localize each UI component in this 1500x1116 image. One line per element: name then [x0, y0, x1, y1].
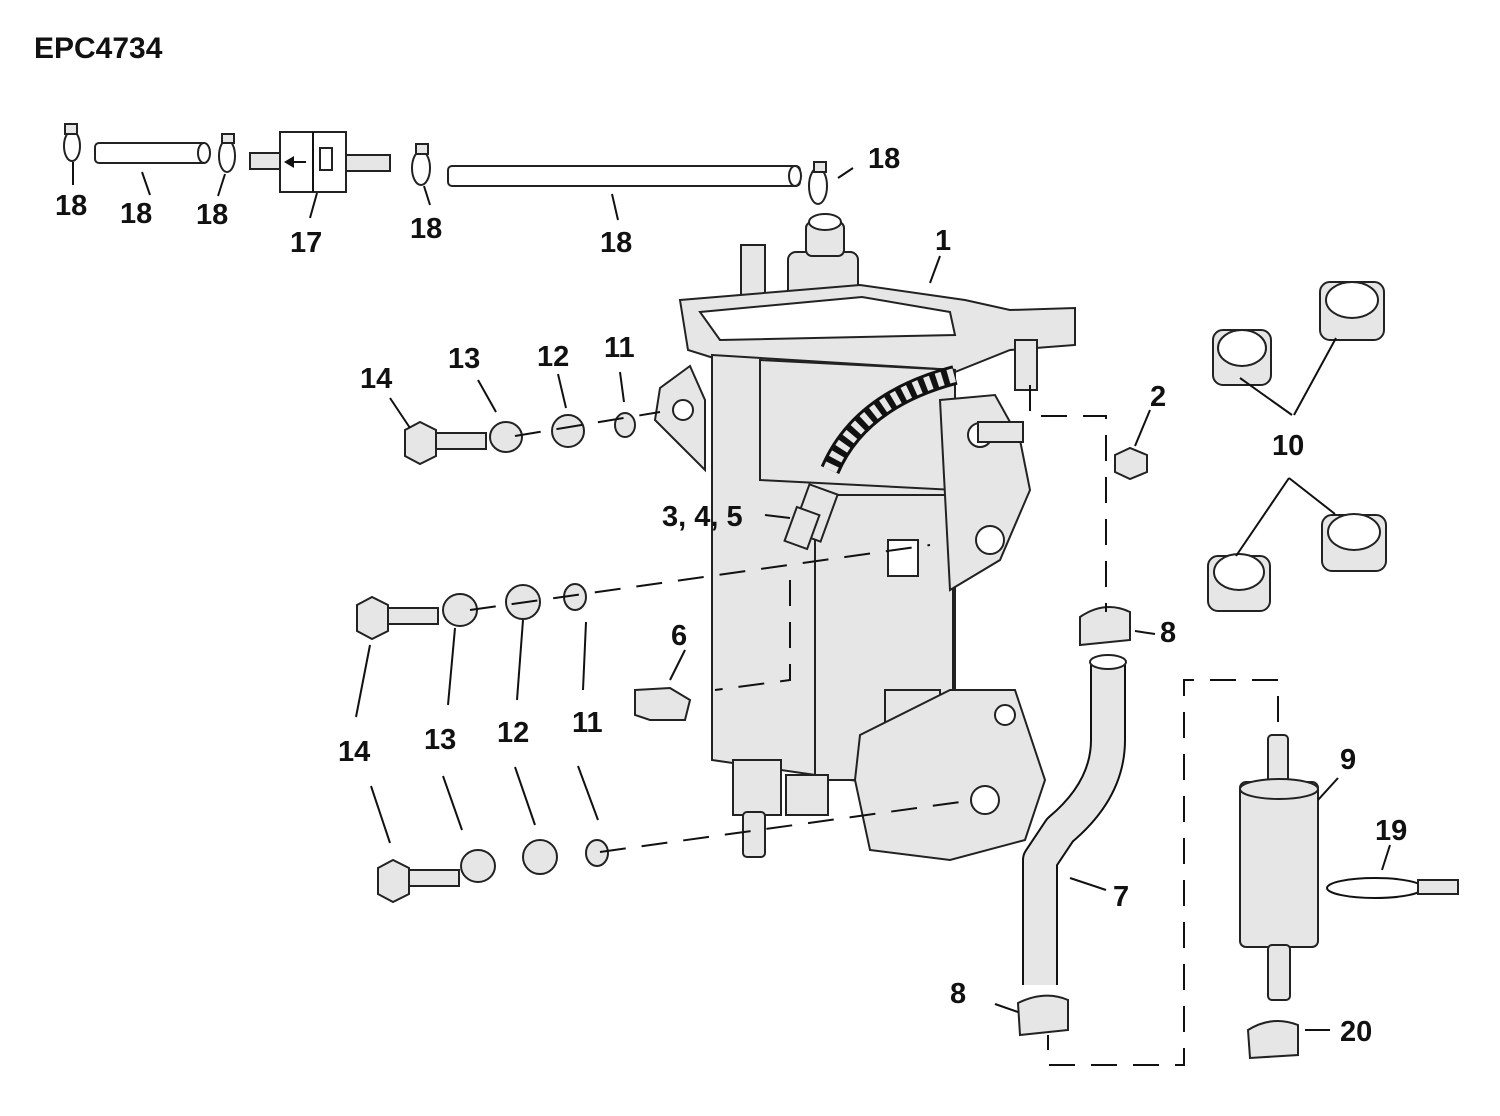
- callout-19: 19: [1375, 815, 1407, 847]
- callout-11-a: 11: [604, 332, 635, 364]
- sleeve-11-bottom: [585, 839, 609, 867]
- callout-14-b: 14: [338, 736, 370, 768]
- clamp-8-lower: [1016, 994, 1069, 1037]
- callout-17: 18: [600, 227, 632, 259]
- callout-8-b: 8: [950, 978, 966, 1010]
- nut-2: [1114, 446, 1148, 481]
- callout-3-4-5: 3, 4, 5: [662, 501, 743, 533]
- callout-labels: 18 18 18 17 18 18 18 1 14 13 12 11 2 10 …: [55, 143, 1407, 1048]
- clip-6: [634, 686, 692, 721]
- callout-9: 9: [1340, 744, 1356, 776]
- callout-7: 7: [1113, 881, 1129, 913]
- screw-14-top: [404, 420, 487, 466]
- grommet-12-top: [551, 414, 585, 448]
- callout-10: 10: [1272, 430, 1304, 462]
- fuel-canister-assembly-1: [653, 213, 1076, 862]
- callout-12-a: 12: [537, 341, 569, 373]
- washer-13-bottom: [460, 849, 496, 883]
- clamp-18-second: [218, 133, 236, 173]
- callout-18-b: 18: [196, 199, 228, 231]
- hose-16: [94, 142, 211, 164]
- callout-20: 20: [1340, 1016, 1372, 1048]
- clamp-18-left: [63, 123, 81, 162]
- cable-tie-19: [1326, 877, 1459, 899]
- fuel-filter-9: [1239, 734, 1319, 1001]
- diagram-id: EPC4734: [34, 32, 163, 65]
- callout-1: 1: [935, 225, 951, 257]
- clamp-18-third: [411, 143, 431, 186]
- screw-14-bottom: [377, 858, 460, 904]
- spacer-10-group: [1207, 281, 1387, 612]
- callout-16: 18: [120, 198, 152, 230]
- grommet-12-bottom: [522, 839, 558, 875]
- leader-lines: [72, 162, 1391, 1031]
- callout-6: 6: [671, 620, 687, 652]
- callout-11-b: 11: [572, 707, 603, 739]
- callout-2: 2: [1150, 381, 1166, 413]
- callout-8-a: 8: [1160, 617, 1176, 649]
- clamp-18-right: [808, 161, 828, 205]
- callout-13-a: 13: [448, 343, 480, 375]
- callout-14-a: 14: [360, 363, 392, 395]
- callout-18-c: 18: [410, 213, 442, 245]
- callout-12-b: 12: [497, 717, 529, 749]
- callout-18-a: 18: [55, 190, 87, 222]
- alignment-dashed-lines: [469, 385, 1279, 1066]
- sleeve-11-top: [614, 412, 636, 438]
- hose-7: [1022, 654, 1127, 985]
- check-valve-15: [249, 131, 391, 193]
- callout-13-b: 13: [424, 724, 456, 756]
- clamp-8-upper: [1079, 606, 1131, 647]
- washer-13-top: [489, 421, 523, 453]
- hose-17: [447, 165, 802, 187]
- clamp-20: [1246, 1020, 1299, 1060]
- screw-14-middle: [356, 595, 439, 641]
- callout-18-d: 18: [868, 143, 900, 175]
- callout-15: 17: [290, 227, 322, 259]
